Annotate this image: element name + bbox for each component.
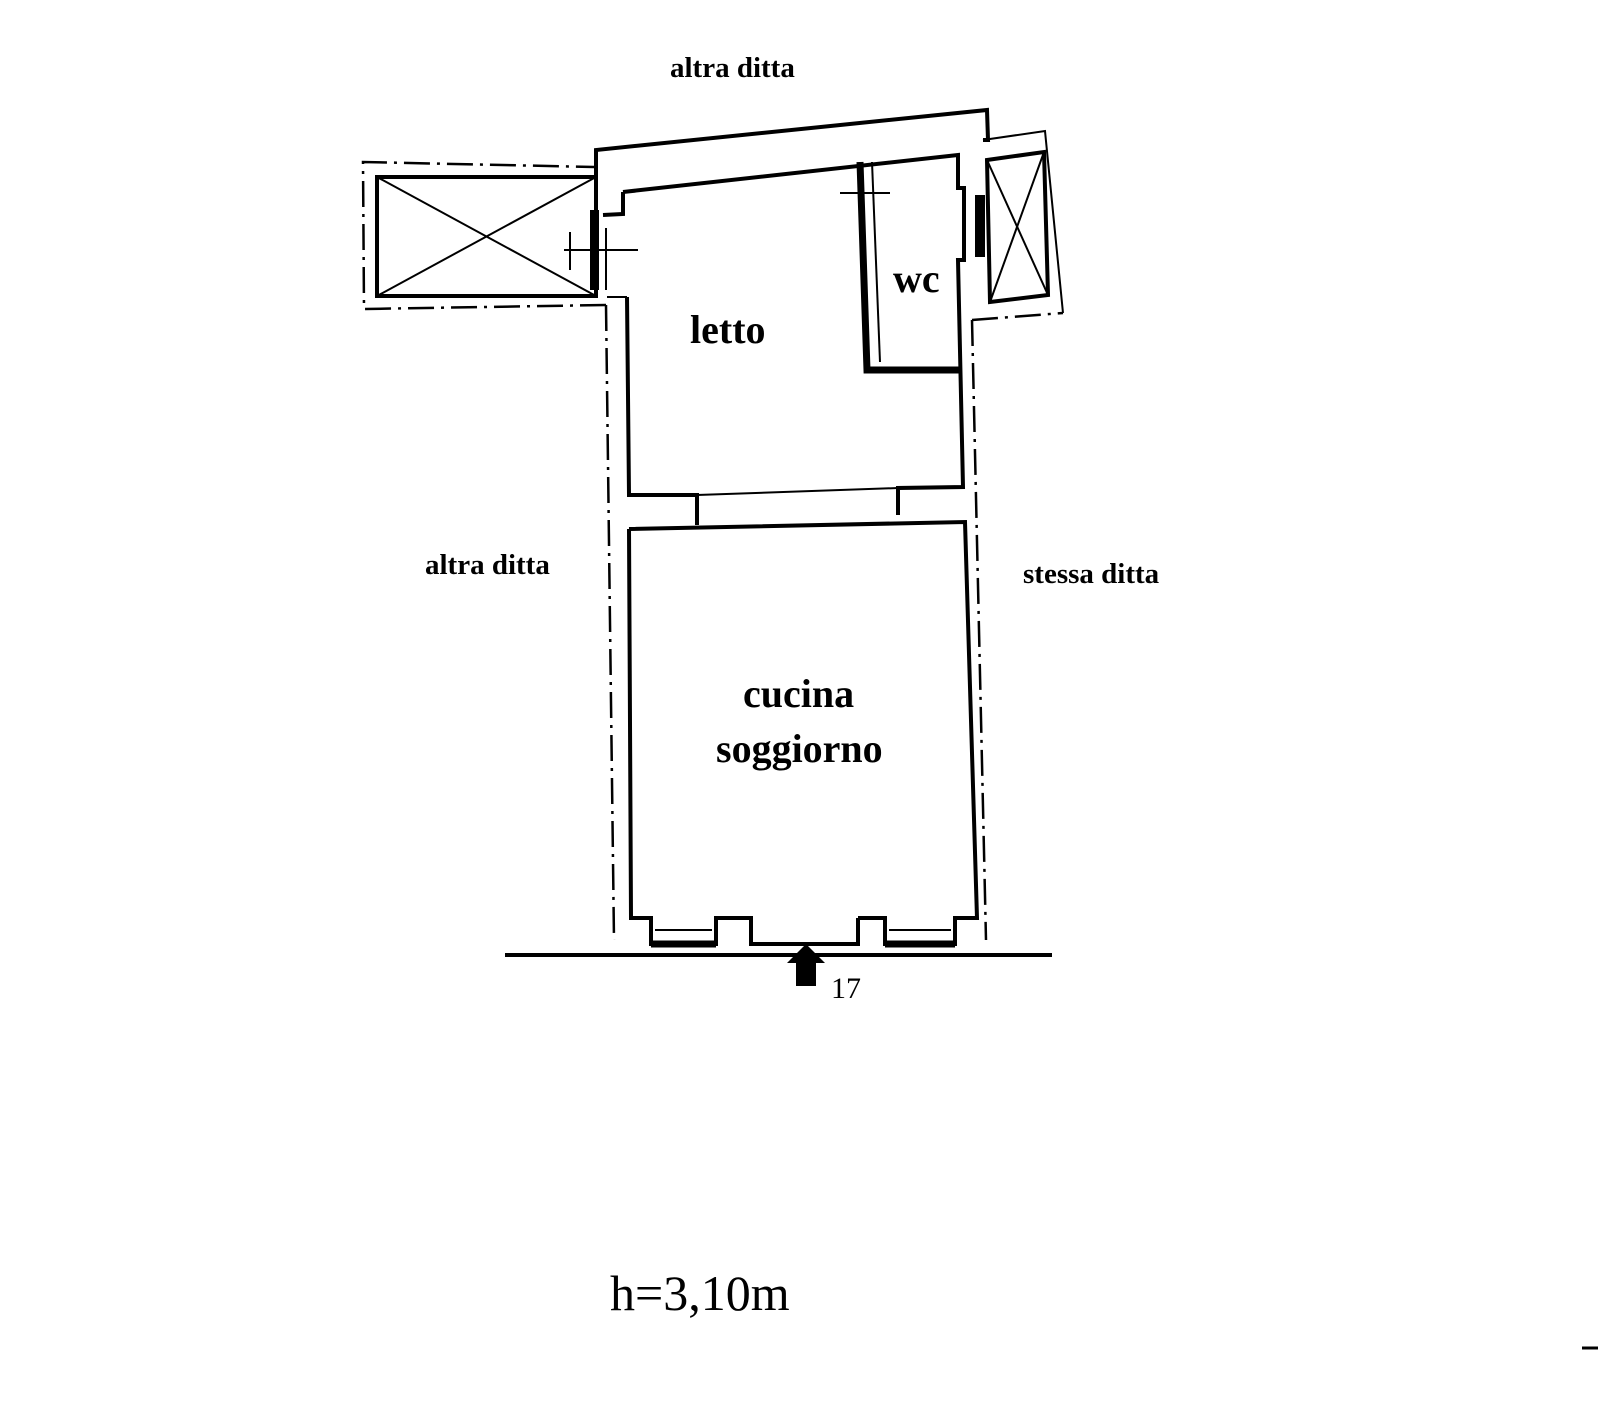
right-balcony — [975, 129, 1064, 314]
left-balcony — [375, 175, 599, 298]
room-label-kitchen-line2: soggiorno — [716, 726, 883, 771]
kitchen-walls — [627, 519, 980, 948]
room-label-kitchen-line1: cucina — [743, 671, 854, 716]
ceiling-height: h=3,10m — [610, 1265, 790, 1321]
neighbor-label-right: stessa ditta — [1023, 558, 1160, 590]
room-label-wc: wc — [893, 256, 940, 301]
property-boundary — [361, 160, 1064, 941]
street-number: 17 — [831, 972, 861, 1005]
bedroom-walls — [564, 107, 991, 525]
neighbor-label-top: altra ditta — [670, 52, 795, 84]
room-label-bedroom: letto — [690, 307, 766, 352]
neighbor-label-left: altra ditta — [425, 549, 550, 581]
entrance-arrow-icon — [787, 944, 825, 986]
wc-walls — [840, 161, 962, 374]
